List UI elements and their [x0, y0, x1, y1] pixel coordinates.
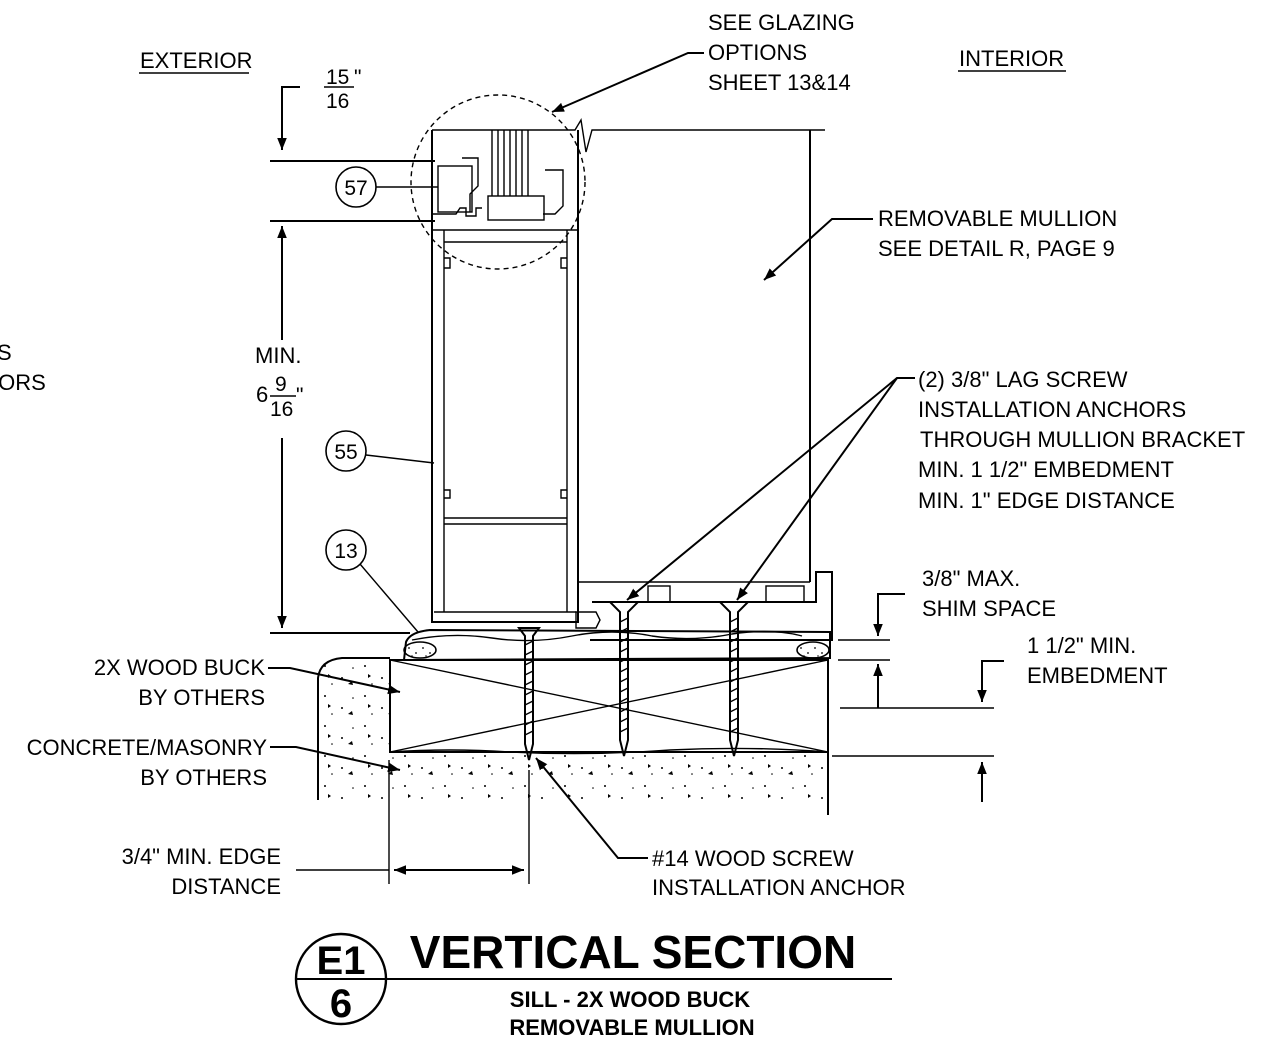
height-dimension: MIN. 6 9 16 " [255, 226, 410, 634]
concrete-top [389, 747, 829, 755]
drawing-subtitle-2: REMOVABLE MULLION [509, 1015, 754, 1040]
glazing-bead [462, 157, 479, 212]
break-line [432, 117, 825, 153]
frame-nose [432, 207, 482, 217]
shim-line-1: 3/8" MAX. [922, 566, 1020, 591]
glazing-note: SEE GLAZING OPTIONS SHEET 13&14 [551, 10, 855, 113]
wood-buck [389, 659, 829, 753]
wood-buck-line-2: BY OTHERS [138, 685, 265, 710]
concrete-line-1: CONCRETE/MASONRY [27, 735, 268, 760]
shim-arrow-down [873, 593, 905, 636]
lag-note-line-2: INSTALLATION ANCHORS [918, 397, 1186, 422]
glazing-line-1: SEE GLAZING [708, 10, 855, 35]
removable-mullion [575, 130, 833, 641]
top-dim-numerator: 15 [326, 66, 349, 89]
detail-circle [410, 94, 586, 270]
height-dim-whole: 6 [256, 382, 268, 407]
setting-block [487, 195, 545, 221]
height-dim-min-label: MIN. [255, 343, 301, 368]
glazing-line-3: SHEET 13&14 [708, 70, 851, 95]
bracket-tab-1 [647, 585, 671, 603]
wood-buck-cross-2 [389, 659, 829, 753]
mullion-note-leader [763, 218, 873, 281]
edge-distance-dimension: 3/4" MIN. EDGE DISTANCE [122, 760, 530, 899]
wood-buck-note: 2X WOOD BUCK BY OTHERS [94, 655, 401, 710]
wood-buck-line-1: 2X WOOD BUCK [94, 655, 265, 680]
callout-55-text: 55 [334, 441, 357, 464]
mullion-note: REMOVABLE MULLION SEE DETAIL R, PAGE 9 [763, 206, 1117, 281]
shim-space-dimension: 3/8" MAX. SHIM SPACE [838, 566, 1056, 708]
embedment-line-1: 1 1/2" MIN. [1027, 633, 1136, 658]
top-dim-inch-mark: " [354, 66, 361, 89]
concrete-edge [317, 657, 390, 800]
interior-gasket [543, 169, 564, 215]
interior-label: INTERIOR [959, 46, 1064, 71]
shim-line-2: SHIM SPACE [922, 596, 1056, 621]
callout-13-text: 13 [334, 540, 357, 563]
wood-screw-note: #14 WOOD SCREW INSTALLATION ANCHOR [535, 757, 905, 900]
detail-tag-sheet: 6 [330, 982, 352, 1026]
title-block: E1 6 VERTICAL SECTION SILL - 2X WOOD BUC… [294, 926, 892, 1040]
glazing-line-2: OPTIONS [708, 40, 807, 65]
top-dim-denominator: 16 [326, 90, 349, 113]
wood-screw-line-1: #14 WOOD SCREW [652, 846, 854, 871]
wood-screw-anchor [517, 627, 541, 761]
lag-note-line-3: THROUGH MULLION BRACKET [920, 427, 1245, 452]
drawing-title: VERTICAL SECTION [410, 926, 856, 978]
drawing-subtitle-1: SILL - 2X WOOD BUCK [510, 987, 750, 1012]
exterior-label: EXTERIOR [140, 48, 252, 73]
height-dim-numerator: 9 [275, 373, 287, 396]
concrete-leader [270, 746, 401, 773]
height-dim-denominator: 16 [270, 398, 293, 421]
callout-55: 55 [325, 430, 435, 472]
bracket-tab-2 [765, 585, 805, 603]
detail-tag-id: E1 [317, 939, 366, 983]
lag-note-line-5: MIN. 1" EDGE DISTANCE [918, 488, 1175, 513]
concrete-note: CONCRETE/MASONRY BY OTHERS [27, 735, 401, 790]
glazing-stop [437, 165, 473, 213]
concrete-line-2: BY OTHERS [140, 765, 267, 790]
mullion-note-line-1: REMOVABLE MULLION [878, 206, 1117, 231]
wood-buck-leader [268, 667, 401, 695]
embedment-line-2: EMBEDMENT [1027, 663, 1168, 688]
edge-line-1: 3/4" MIN. EDGE [122, 844, 281, 869]
callout-57: 57 [335, 166, 438, 208]
sealant-right [796, 641, 830, 659]
embedment-arrow-down [977, 660, 1004, 702]
lag-note-leader-2 [736, 377, 898, 601]
glass-lites [491, 130, 529, 196]
wood-screw-line-2: INSTALLATION ANCHOR [652, 875, 905, 900]
top-dimension: 15 16 " [270, 66, 435, 222]
mullion-note-line-2: SEE DETAIL R, PAGE 9 [878, 236, 1115, 261]
left-partial-label-1: S [0, 340, 12, 365]
edge-line-2: DISTANCE [171, 874, 281, 899]
wood-screw-leader [535, 757, 648, 859]
lag-note-line-4: MIN. 1 1/2" EMBEDMENT [918, 457, 1174, 482]
sealant-left [403, 641, 437, 659]
shim-layer [402, 628, 831, 662]
lag-screw-anchor-1 [607, 601, 641, 757]
frame-outline [431, 130, 579, 623]
lag-screw-note: (2) 3/8" LAG SCREW INSTALLATION ANCHORS … [626, 367, 1245, 601]
concrete-fill [318, 658, 828, 800]
sill-frame [410, 94, 825, 623]
lag-screw-anchor-2 [717, 601, 751, 757]
top-dim-arrow [277, 86, 300, 150]
lag-note-line-1: (2) 3/8" LAG SCREW [918, 367, 1128, 392]
frame-ribs [444, 257, 567, 499]
bracket-clip [575, 611, 601, 629]
height-dim-inch-mark: " [296, 384, 303, 407]
glazing-leader [551, 52, 704, 113]
callout-57-text: 57 [344, 177, 367, 200]
concrete-substrate [317, 657, 829, 815]
embedment-dimension: 1 1/2" MIN. EMBEDMENT [832, 633, 1168, 802]
callout-13: 13 [325, 529, 419, 633]
